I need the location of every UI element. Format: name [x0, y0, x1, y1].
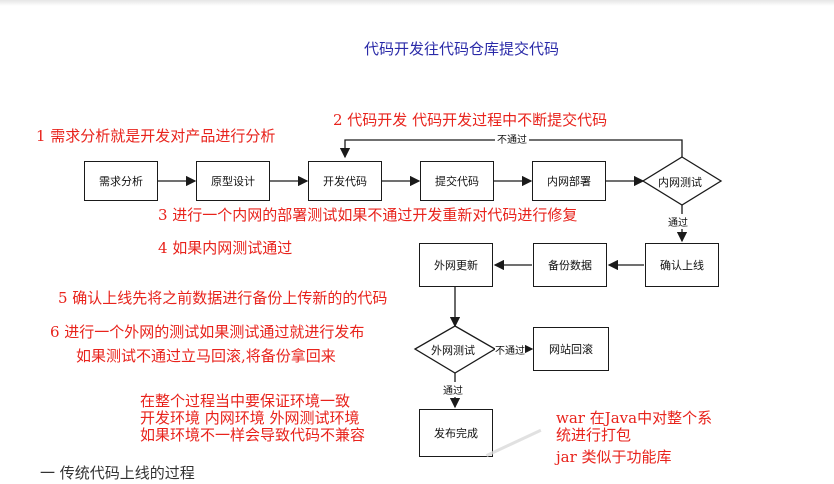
node-intranet-test: 内网测试 — [658, 176, 702, 189]
node-requirements: 需求分析 — [84, 161, 158, 201]
note-env-3: 如果环境不一样会导致代码不兼容 — [140, 426, 366, 444]
note-jar: jar 类似于功能库 — [556, 448, 672, 466]
note-war-2: 统进行打包 — [556, 426, 632, 444]
note-env-2: 开发环境 内网环境 外网测试环境 — [140, 409, 360, 427]
note-step-6b: 如果测试不通过立马回滚,将备份拿回来 — [76, 347, 336, 365]
flow-connectors — [158, 139, 723, 409]
note-step-4: 4 如果内网测试通过 — [158, 239, 293, 257]
diagram-title: 代码开发往代码仓库提交代码 — [364, 40, 560, 58]
node-rollback: 网站回滚 — [533, 327, 609, 371]
node-develop: 开发代码 — [308, 161, 382, 201]
note-step-6a: 6 进行一个外网的测试如果测试通过就进行发布 — [50, 323, 365, 341]
node-backup: 备份数据 — [533, 243, 607, 287]
node-intranet-deploy: 内网部署 — [532, 161, 606, 201]
note-env-1: 在整个过程当中要保证环境一致 — [140, 392, 351, 410]
edge-label-fail-external: 不通过 — [495, 342, 525, 357]
node-commit: 提交代码 — [420, 161, 494, 201]
top-rule — [0, 0, 834, 6]
note-war-1: war 在Java中对整个系 — [556, 409, 713, 427]
edge-label-fail-top: 不通过 — [495, 131, 529, 146]
intranet-test-diamond — [641, 156, 723, 206]
bottom-heading: 一 传统代码上线的过程 — [40, 464, 195, 482]
note-step-2: 2 代码开发 代码开发过程中不断提交代码 — [333, 111, 608, 129]
node-external-update: 外网更新 — [419, 243, 493, 287]
note-step-5: 5 确认上线先将之前数据进行备份上传新的的代码 — [58, 289, 388, 307]
node-publish: 发布完成 — [419, 409, 493, 457]
edge-label-pass-intranet: 通过 — [668, 214, 688, 229]
node-prototype: 原型设计 — [196, 161, 270, 201]
node-external-test: 外网测试 — [431, 344, 475, 357]
edge-label-pass-external: 通过 — [443, 382, 463, 397]
node-confirm: 确认上线 — [645, 243, 719, 287]
external-test-diamond — [413, 325, 497, 374]
note-step-1: 1 需求分析就是开发对产品进行分析 — [36, 127, 276, 145]
note-step-3: 3 进行一个内网的部署测试如果不通过开发重新对代码进行修复 — [158, 206, 578, 224]
